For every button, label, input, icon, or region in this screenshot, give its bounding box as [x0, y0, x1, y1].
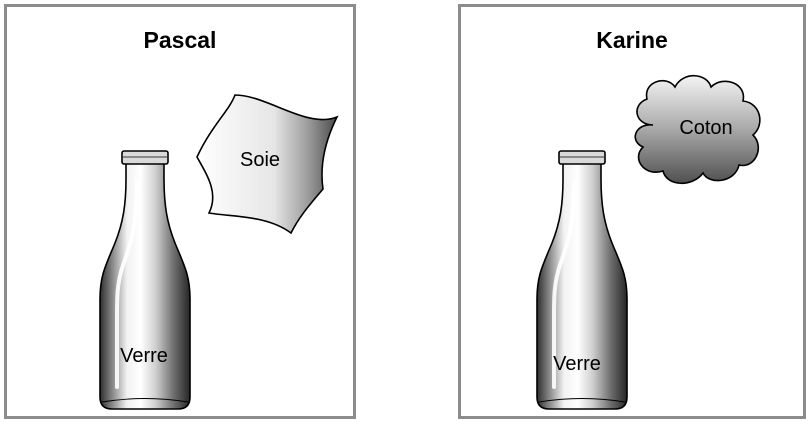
panel-pascal: Pascal [4, 4, 356, 419]
panel-title: Pascal [143, 27, 217, 53]
panel-karine-art: Verre Coton [536, 74, 761, 410]
silk-label: Soie [240, 149, 280, 171]
glass-bottle [536, 150, 628, 410]
glass-bottle [99, 150, 191, 410]
cotton-cloud [634, 74, 761, 185]
cotton-label: Coton [679, 117, 732, 139]
bottle-label: Verre [553, 353, 601, 375]
bottle-label: Verre [120, 345, 168, 367]
silk-cloth [196, 94, 339, 235]
panel-title: Karine [596, 27, 668, 53]
panel-karine: Karine Verre [458, 4, 806, 419]
panel-pascal-art: Verre Soie [99, 94, 339, 410]
